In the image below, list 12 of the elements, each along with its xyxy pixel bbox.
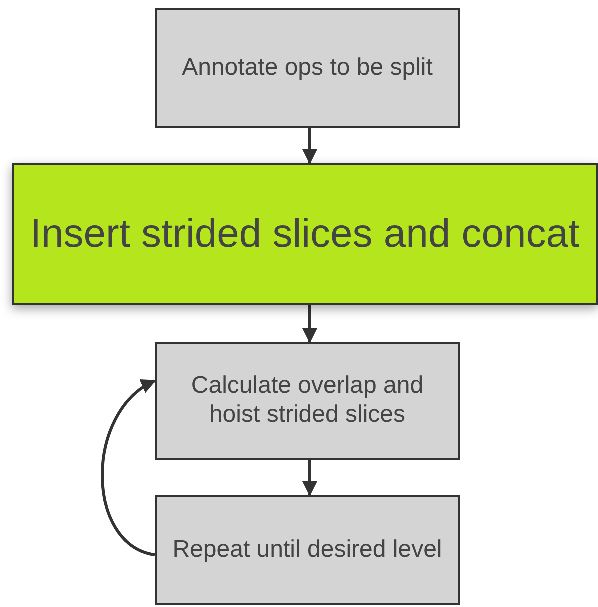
box-label: Insert strided slices and concat <box>29 211 581 258</box>
box-label: Repeat until desired level <box>172 536 444 564</box>
process-box <box>155 342 460 460</box>
arrow <box>302 128 318 164</box>
arrow <box>302 460 318 496</box>
process-box <box>155 495 460 605</box>
process-box <box>155 8 460 128</box>
highlighted-process-box <box>12 163 598 305</box>
arrow <box>302 305 318 344</box>
box-label: Annotate ops to be split <box>181 54 434 82</box>
box-label: Calculate overlap and hoist strided slices <box>190 372 425 430</box>
arrow <box>101 380 156 556</box>
